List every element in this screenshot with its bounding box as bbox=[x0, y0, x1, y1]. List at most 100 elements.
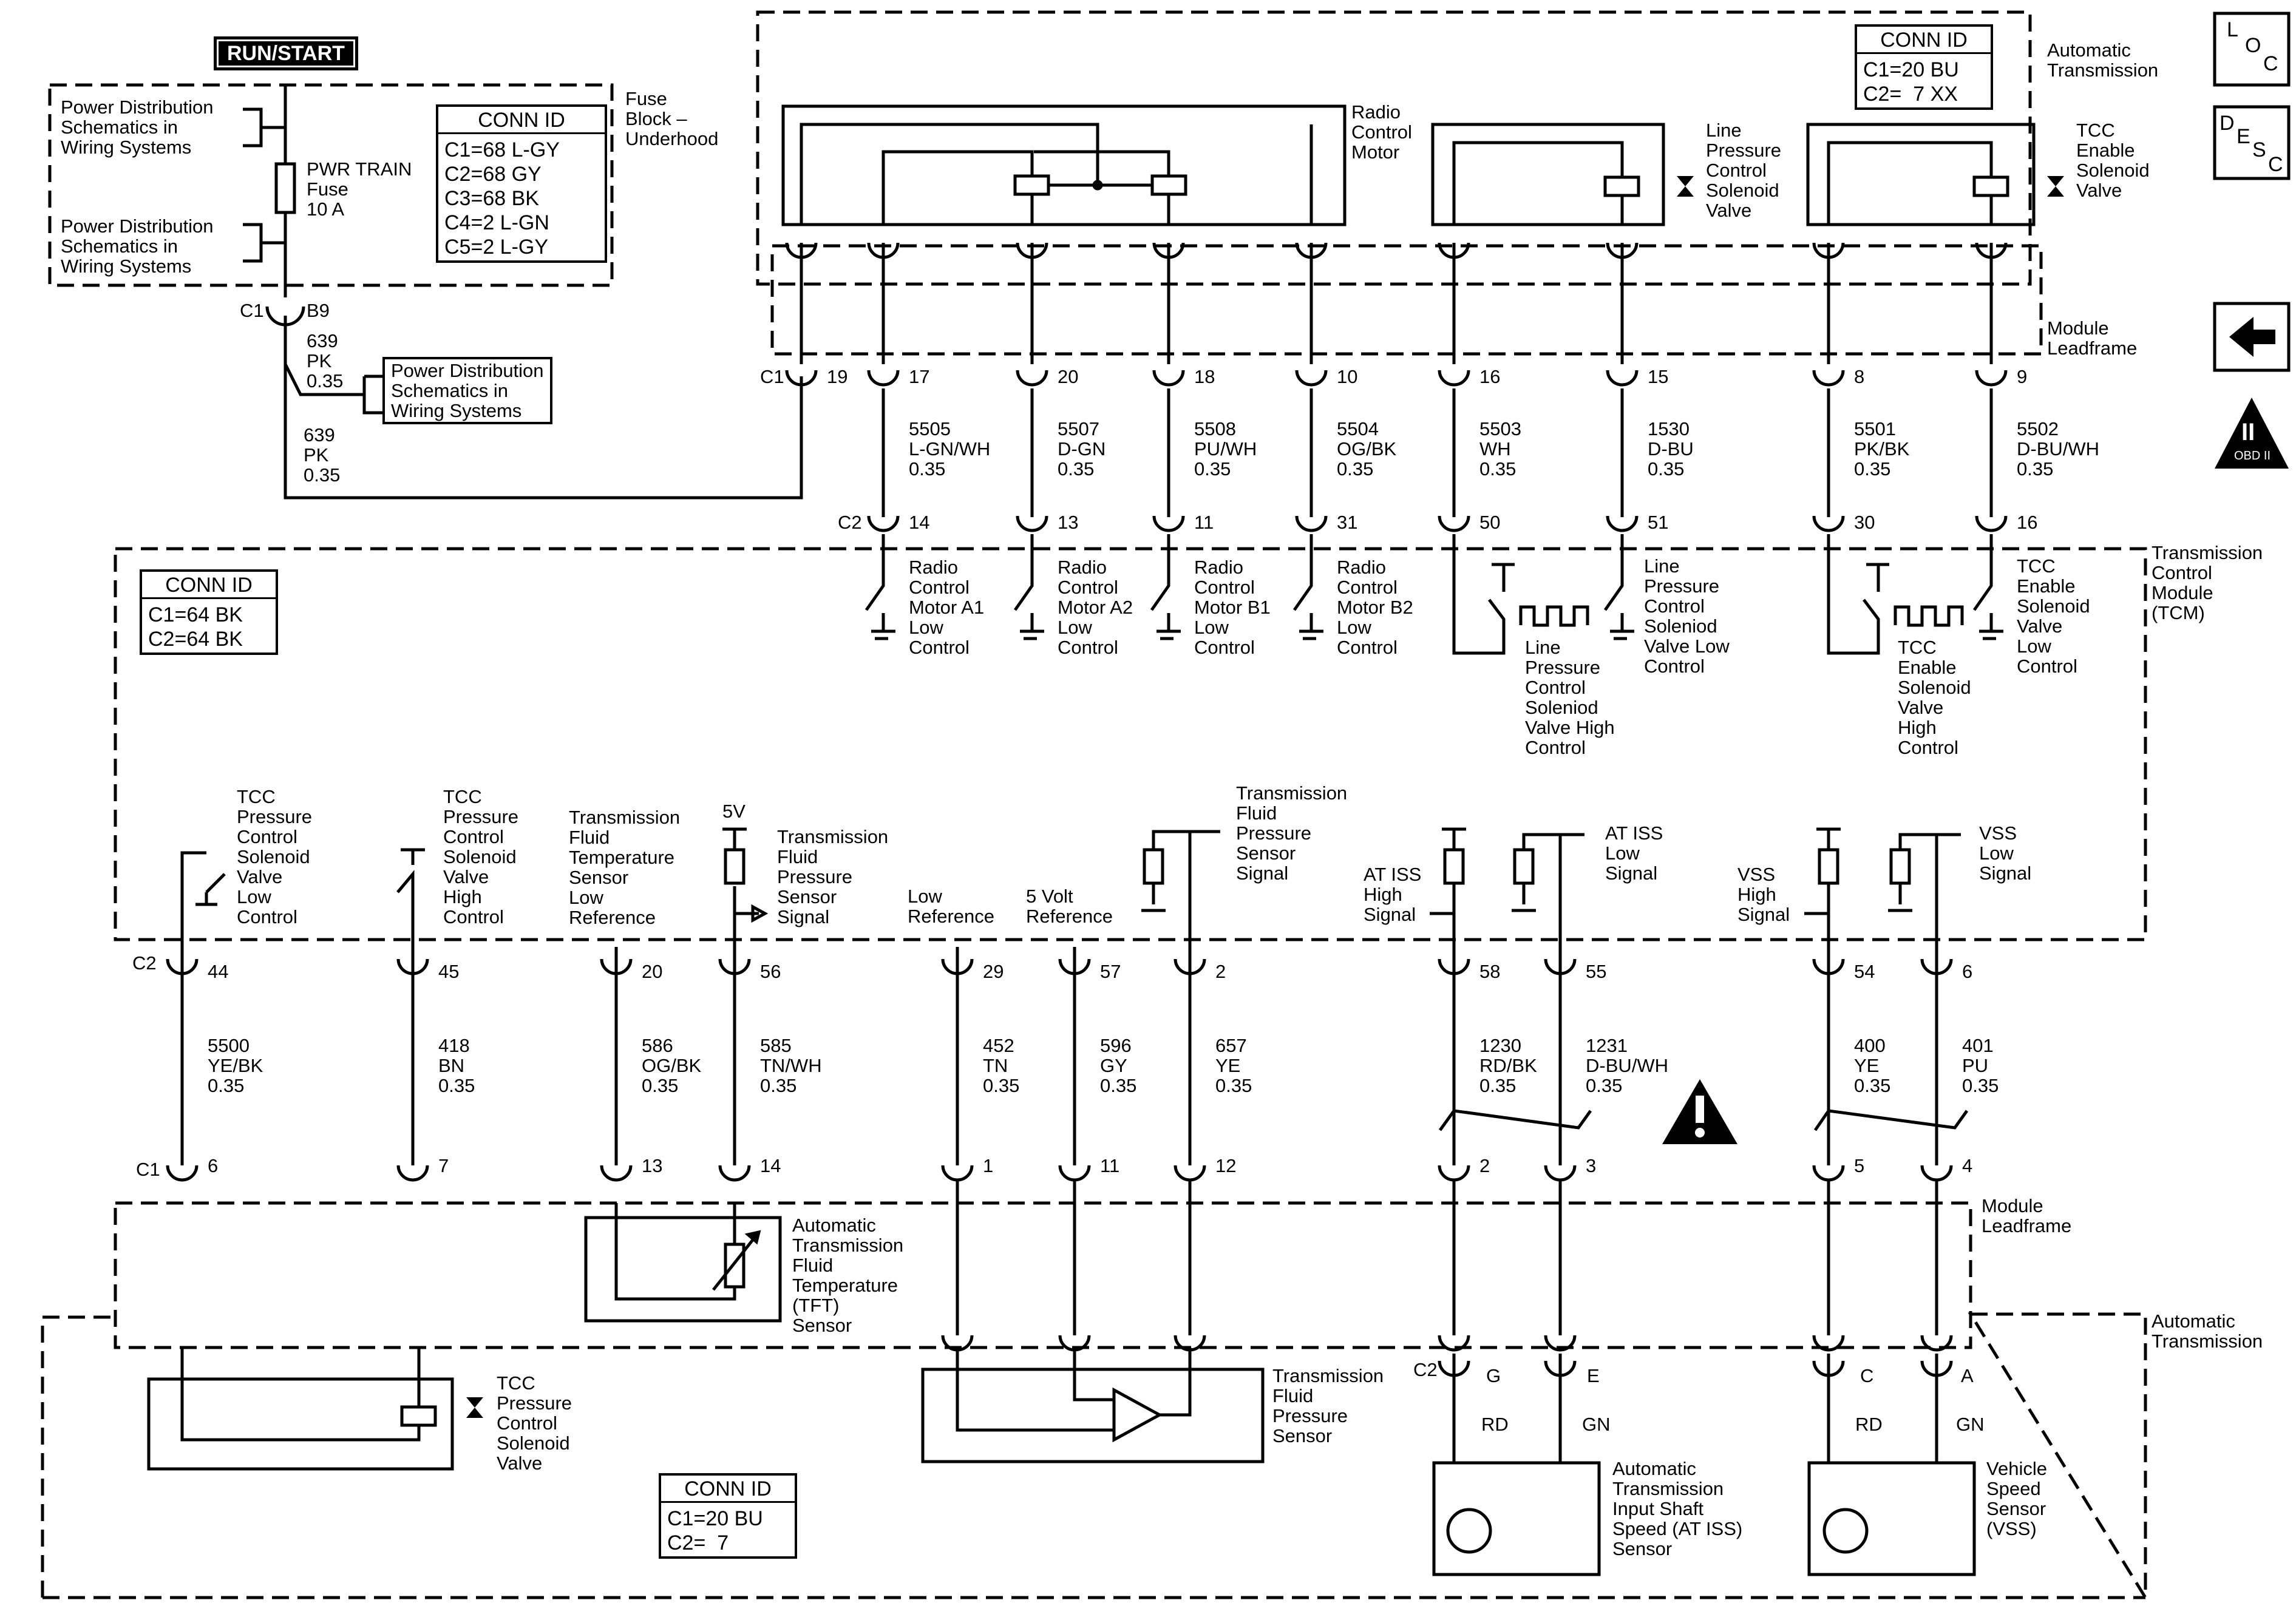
tcm-function-label: 5 Volt Reference bbox=[1026, 886, 1113, 927]
connector-can bbox=[867, 370, 900, 387]
connector-can bbox=[1058, 1165, 1091, 1182]
connector-can bbox=[1295, 242, 1328, 259]
connector-can bbox=[1438, 1335, 1470, 1352]
auto-trans-top-label: Automatic Transmission bbox=[2047, 39, 2159, 81]
driver-label: Radio Control Motor A2 Low Control bbox=[1058, 557, 1133, 658]
connector-can bbox=[1812, 1165, 1845, 1182]
c1-bottom-label: C1 bbox=[136, 1159, 160, 1180]
loc-icon[interactable] bbox=[2213, 12, 2291, 87]
wire-label: 1231 D-BU/WH 0.35 bbox=[1586, 1035, 1669, 1096]
power-dist-link-1[interactable]: Power Distribution Schematics in Wiring … bbox=[61, 97, 214, 158]
tcc-high-switch bbox=[396, 848, 425, 947]
pin-c1-top: 15 bbox=[1648, 366, 1669, 387]
auto-trans-top-outline bbox=[756, 10, 2032, 286]
connector-can bbox=[718, 958, 751, 975]
twisted-pair-mark bbox=[1438, 1109, 1592, 1131]
pin-c2-bottom: 54 bbox=[1854, 961, 1875, 982]
vss-pin-a: C bbox=[1860, 1365, 1874, 1386]
connector-can bbox=[1920, 958, 1953, 975]
module-leadframe-bottom-outline bbox=[114, 1201, 1972, 1349]
connector-can bbox=[1152, 370, 1185, 387]
fuse-wire-1: 639 PK 0.35 bbox=[307, 330, 344, 392]
radio-control-motor-box bbox=[781, 104, 1347, 226]
wire-label: 452 TN 0.35 bbox=[983, 1035, 1020, 1096]
pin-c1-top: 20 bbox=[1058, 366, 1079, 387]
power-dist-link-2[interactable]: Power Distribution Schematics in Wiring … bbox=[61, 215, 214, 277]
connector-can bbox=[1438, 958, 1470, 975]
pwm-low-switch bbox=[1603, 534, 1634, 640]
tcm-function-label: TCC Pressure Control Solenoid Valve High… bbox=[443, 786, 519, 927]
connector-can bbox=[1920, 1360, 1953, 1377]
tcm-function-label: Transmission Fluid Pressure Sensor Signa… bbox=[777, 826, 889, 927]
driver-switch bbox=[1013, 534, 1044, 640]
wire-label: 418 BN 0.35 bbox=[438, 1035, 475, 1096]
pin-c1-bottom: 1 bbox=[983, 1155, 994, 1176]
connector-can bbox=[1152, 515, 1185, 532]
pin-c2-mid: 50 bbox=[1479, 512, 1501, 533]
pwm-high-switch bbox=[1452, 534, 1515, 655]
connector-can bbox=[1438, 242, 1470, 259]
connector-can bbox=[1606, 242, 1639, 259]
line-pressure-valve-label: Line Pressure Control Solenoid Valve bbox=[1706, 120, 1782, 221]
tcm-function-label: Transmission Fluid Temperature Sensor Lo… bbox=[569, 807, 681, 928]
connector-can bbox=[1173, 958, 1206, 975]
wire-label: 5504 OG/BK 0.35 bbox=[1337, 418, 1397, 480]
pwm-signal-icon bbox=[1894, 605, 1964, 627]
pin-c2-bottom: 29 bbox=[983, 961, 1004, 982]
tcc-pressure-valve-label: TCC Pressure Control Solenoid Valve bbox=[497, 1372, 572, 1474]
pin-c2-bottom: 44 bbox=[208, 961, 229, 982]
wire-label: 586 OG/BK 0.35 bbox=[642, 1035, 702, 1096]
fuse-label: PWR TRAIN Fuse 10 A bbox=[307, 158, 412, 220]
wire-label: 5501 PK/BK 0.35 bbox=[1854, 418, 1910, 480]
pin-c1-top: 16 bbox=[1479, 366, 1501, 387]
desc-icon[interactable] bbox=[2213, 105, 2291, 180]
desc-icon-letter-4: C bbox=[2268, 153, 2283, 176]
driver-switch bbox=[864, 534, 895, 640]
pin-c2-bottom: 20 bbox=[642, 961, 663, 982]
pin-c1-top: 8 bbox=[1854, 366, 1865, 387]
connector-can bbox=[1920, 1335, 1953, 1352]
tfp-pullup bbox=[722, 827, 759, 947]
wire-label: 5500 YE/BK 0.35 bbox=[208, 1035, 263, 1096]
pin-c2-mid: 30 bbox=[1854, 512, 1875, 533]
connector-can bbox=[1295, 370, 1328, 387]
tcc-en-low-label: TCC Enable Solenoid Valve Low Control bbox=[2017, 555, 2090, 677]
connector-can bbox=[1173, 1165, 1206, 1182]
twisted-pair-mark bbox=[1813, 1109, 1969, 1131]
obd-icon-numeral: II bbox=[2241, 419, 2255, 446]
connector-can bbox=[1058, 958, 1091, 975]
tfp-sensor-label: Transmission Fluid Pressure Sensor bbox=[1272, 1365, 1384, 1446]
tcc-enable-valve-box bbox=[1806, 123, 2036, 226]
connector-can bbox=[600, 958, 633, 975]
auto-trans-bottom-outline bbox=[41, 1312, 2147, 1603]
fuse-wire-2: 639 PK 0.35 bbox=[304, 424, 341, 486]
obd2-icon[interactable] bbox=[2215, 398, 2289, 469]
connector-can bbox=[867, 515, 900, 532]
loc-icon-letter-1: L bbox=[2227, 18, 2238, 41]
fuse-block-label: Fuse Block – Underhood bbox=[625, 88, 719, 149]
pin-c2-mid: 31 bbox=[1337, 512, 1358, 533]
pin-c1-bottom: 11 bbox=[1100, 1155, 1120, 1176]
tft-sensor-box bbox=[584, 1216, 782, 1323]
connector-can bbox=[1438, 1165, 1470, 1182]
connector-can bbox=[396, 958, 429, 975]
fuse-block-outline bbox=[48, 83, 614, 287]
atiss-sensor-box bbox=[1432, 1461, 1601, 1576]
desc-icon-letter-1: D bbox=[2220, 112, 2235, 135]
pin-c1-bottom: 7 bbox=[438, 1155, 449, 1176]
pin-c2-bottom: 55 bbox=[1586, 961, 1607, 982]
fuse-pin-label: B9 bbox=[307, 300, 330, 321]
pin-c2-bottom: 56 bbox=[760, 961, 781, 982]
tcc-pressure-valve-box bbox=[147, 1377, 454, 1471]
power-dist-link-3[interactable]: Power Distribution Schematics in Wiring … bbox=[382, 357, 552, 424]
arrow-icon bbox=[751, 904, 769, 923]
driver-label: Radio Control Motor B1 Low Control bbox=[1194, 557, 1271, 658]
pwm-high-switch bbox=[1827, 534, 1889, 655]
connector-can bbox=[1606, 370, 1639, 387]
connector-can bbox=[785, 370, 818, 387]
pin-c1-bottom: 5 bbox=[1854, 1155, 1865, 1176]
